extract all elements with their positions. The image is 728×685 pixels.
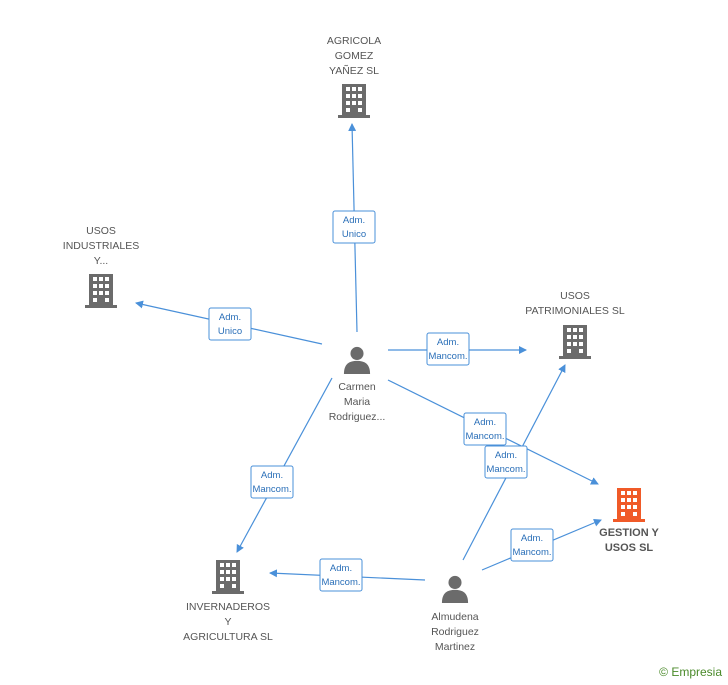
building-icon: [613, 488, 645, 522]
person-label: Rodriguez: [431, 626, 479, 638]
company-label: GESTION Y: [599, 527, 659, 539]
edge-label-text: Unico: [218, 326, 242, 337]
edge-label-text: Adm.: [474, 417, 496, 428]
edge-label-almudena-gestion[interactable]: Adm. Mancom.: [510, 528, 554, 562]
company-node-usos_ind[interactable]: USOS INDUSTRIALES Y...: [63, 225, 139, 308]
edge-label-text: Adm.: [495, 450, 517, 461]
edge-label-text: Mancom.: [428, 351, 467, 362]
person-label: Maria: [344, 396, 370, 408]
edge-label-text: Adm.: [261, 470, 283, 481]
person-label: Martinez: [435, 641, 475, 653]
company-label: INVERNADEROS: [186, 601, 270, 613]
person-label: Carmen: [338, 381, 376, 393]
edge-label-almudena-usos_pat[interactable]: Adm. Mancom.: [484, 445, 528, 479]
edge-label-box: [484, 445, 528, 479]
edge-label-carmen-usos_ind[interactable]: Adm. Unico: [208, 307, 252, 341]
edge-label-text: Mancom.: [465, 431, 504, 442]
edge-label-box: [463, 412, 507, 446]
company-label: USOS: [560, 290, 590, 302]
person-label: Rodriguez...: [329, 411, 386, 423]
edge-label-carmen-agricola[interactable]: Adm. Unico: [332, 210, 376, 244]
company-node-invern[interactable]: INVERNADEROS Y AGRICULTURA SL: [183, 560, 273, 643]
building-icon: [85, 274, 117, 308]
edge-label-box: [332, 210, 376, 244]
edge-label-text: Mancom.: [512, 547, 551, 558]
edge-label-text: Adm.: [219, 312, 241, 323]
edge-label-box: [319, 558, 363, 592]
edge-label-text: Adm.: [343, 215, 365, 226]
edge-label-box: [510, 528, 554, 562]
edge-label-box: [208, 307, 252, 341]
company-label: USOS: [86, 225, 116, 237]
company-label: Y...: [94, 255, 108, 267]
brand-name: Empresia: [671, 665, 722, 679]
edge-label-text: Adm.: [437, 337, 459, 348]
company-label: YAÑEZ SL: [329, 64, 379, 77]
company-node-usos_pat[interactable]: USOS PATRIMONIALES SL: [525, 290, 625, 359]
copyright-icon: ©: [659, 665, 668, 679]
edge-label-box: [250, 465, 294, 499]
person-icon: [343, 346, 371, 374]
company-label: INDUSTRIALES: [63, 240, 139, 252]
person-icon: [441, 575, 469, 603]
company-label: Y: [224, 616, 231, 628]
company-label: AGRICOLA: [327, 35, 381, 47]
edge-label-almudena-invern[interactable]: Adm. Mancom.: [319, 558, 363, 592]
edge-label-text: Adm.: [330, 563, 352, 574]
company-label: GOMEZ: [335, 50, 374, 62]
brand-watermark: © Empresia: [659, 665, 722, 679]
person-label: Almudena: [431, 611, 478, 623]
company-label: PATRIMONIALES SL: [525, 305, 625, 317]
edge-label-text: Adm.: [521, 533, 543, 544]
company-label: AGRICULTURA SL: [183, 631, 273, 643]
edge-label-carmen-invern[interactable]: Adm. Mancom.: [250, 465, 294, 499]
building-icon: [212, 560, 244, 594]
edge-label-box: [426, 332, 470, 366]
building-icon: [338, 84, 370, 118]
edge-line-carmen-invern: [236, 377, 333, 553]
edge-label-text: Unico: [342, 229, 366, 240]
edge-label-carmen-usos_pat[interactable]: Adm. Mancom.: [426, 332, 470, 366]
edge-label-text: Mancom.: [252, 484, 291, 495]
edge-label-carmen-gestion[interactable]: Adm. Mancom.: [463, 412, 507, 446]
company-node-agricola[interactable]: AGRICOLA GOMEZ YAÑEZ SL: [327, 35, 381, 118]
building-icon: [559, 325, 591, 359]
company-label: USOS SL: [605, 542, 654, 554]
edge-label-text: Mancom.: [321, 577, 360, 588]
edge-label-text: Mancom.: [486, 464, 525, 475]
company-node-gestion[interactable]: GESTION Y USOS SL: [599, 488, 660, 554]
person-node-carmen[interactable]: CarmenMariaRodriguez...: [329, 346, 386, 423]
